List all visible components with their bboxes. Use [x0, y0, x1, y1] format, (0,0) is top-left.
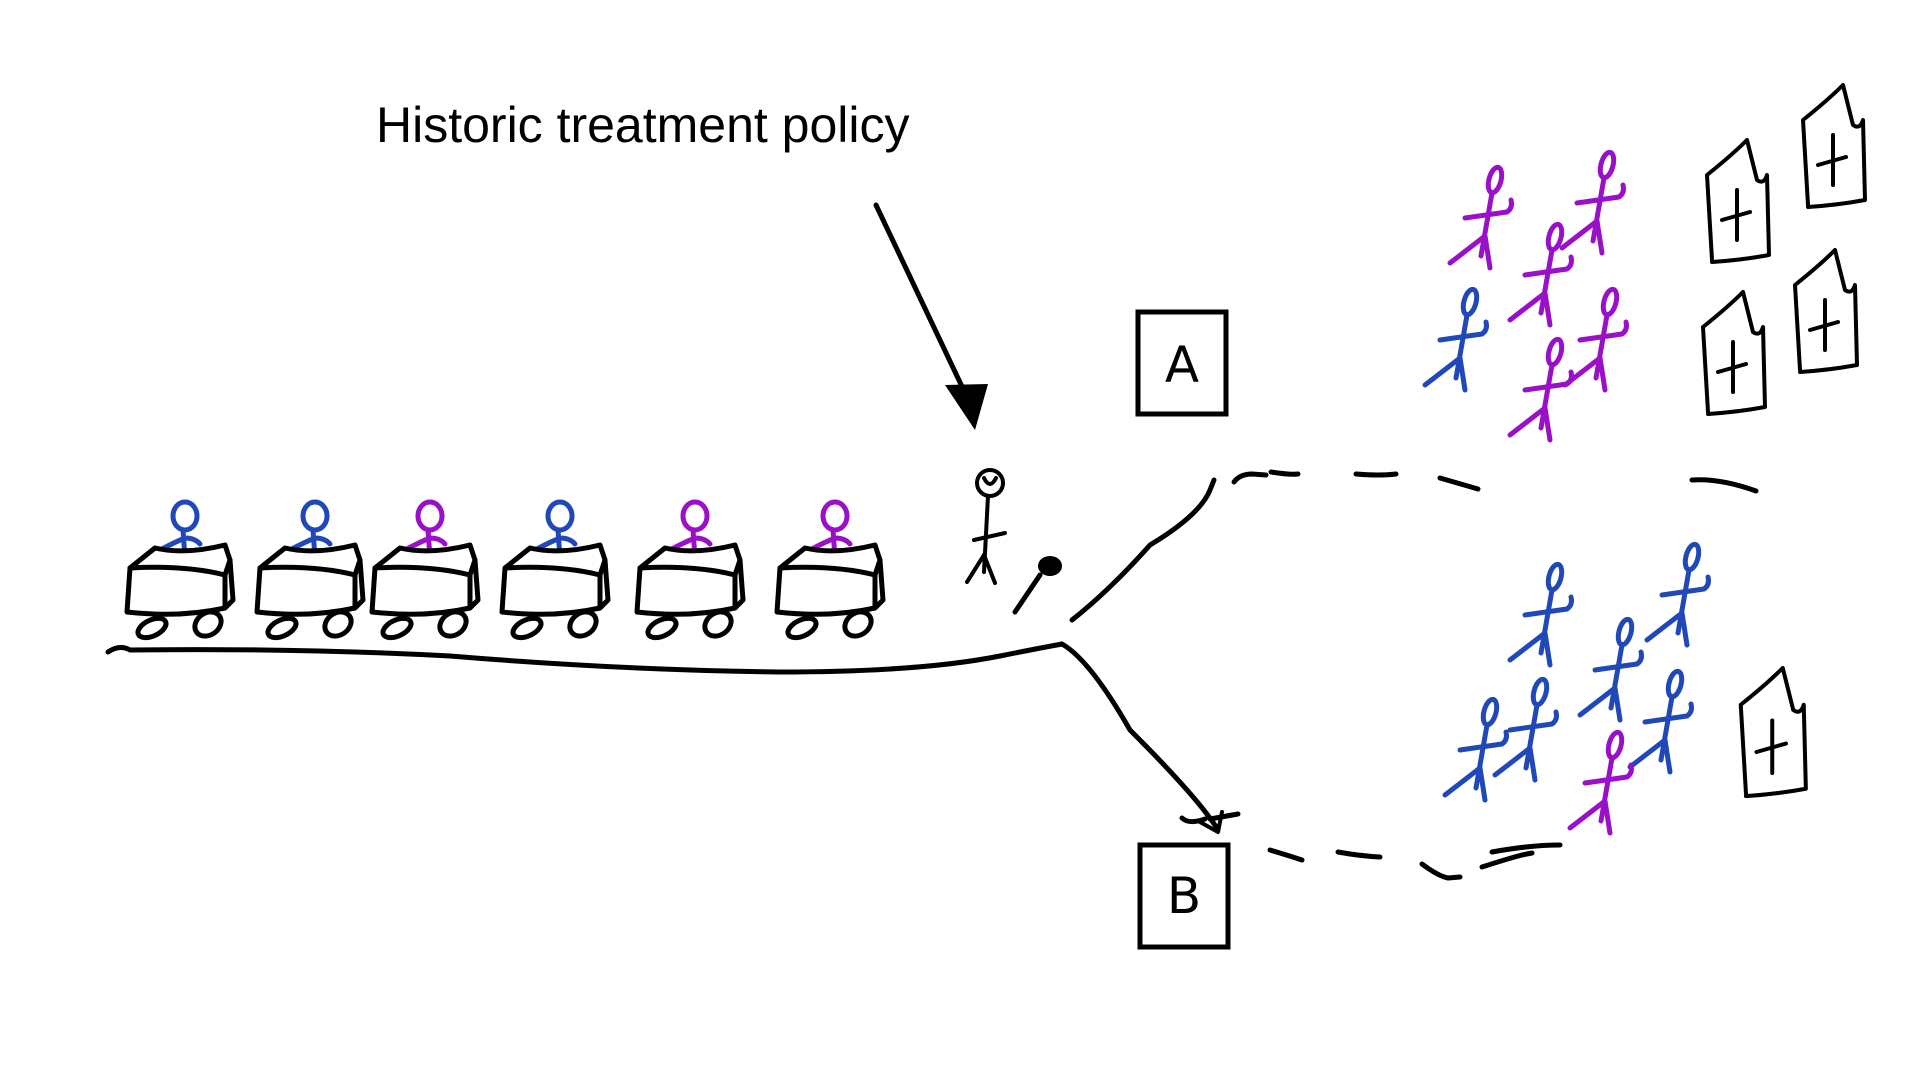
wheel-icon: [192, 609, 224, 639]
wheel-icon: [702, 609, 734, 639]
wheel-icon: [567, 609, 599, 639]
stretcher-body: [124, 557, 236, 617]
stretcher-patient-blue: [254, 499, 366, 641]
stretcher-body: [774, 557, 886, 617]
branch-b-label-box: B: [1137, 842, 1231, 950]
wheel-icon: [842, 609, 874, 639]
patient-figure-blue: [1507, 561, 1574, 668]
patient-figure-blue: [1492, 676, 1559, 783]
patient-figure-purple: [1507, 336, 1574, 443]
wheel-icon: [437, 609, 469, 639]
wheel-icon: [380, 615, 414, 641]
patient-figure-purple: [1562, 286, 1629, 393]
patient-figure-purple: [1507, 221, 1574, 328]
stretcher-top: [127, 542, 233, 578]
patient-head: [170, 499, 200, 533]
patient-head: [415, 499, 445, 533]
patient-queue: [124, 499, 886, 641]
hospital-icon: [1738, 666, 1808, 799]
wheel-icon: [785, 615, 819, 641]
hospital-icon: [1705, 138, 1771, 264]
decision-maker-stick-figure-icon: [965, 468, 1007, 585]
patient-figure-blue: [1442, 696, 1509, 803]
branch-a-label: A: [1165, 336, 1199, 394]
pointer-arrow: [873, 202, 988, 430]
stretcher-top: [502, 542, 608, 578]
stretcher-body: [369, 557, 481, 617]
stretcher-patient-purple: [369, 499, 481, 641]
branch-a-patients: [1422, 149, 1629, 443]
hospital-icon: [1801, 83, 1867, 209]
branch-a-hospitals: [1701, 83, 1867, 416]
stretcher-top: [637, 542, 743, 578]
patient-figure-blue: [1627, 668, 1694, 775]
hospital-icon: [1701, 290, 1767, 416]
wheel-icon: [265, 615, 299, 641]
wheel-icon: [510, 615, 544, 641]
paddle-icon: [1012, 556, 1062, 615]
patient-figure-blue: [1644, 541, 1711, 648]
branch-b-hospitals: [1738, 666, 1808, 799]
wheel-icon: [135, 615, 169, 641]
stretcher-patient-blue: [499, 499, 611, 641]
patient-figure-purple: [1567, 729, 1634, 836]
branch-a-line: [1069, 477, 1217, 623]
stretcher-patient-purple: [634, 499, 746, 641]
stretcher-top: [257, 542, 363, 578]
stretcher-top: [372, 542, 478, 578]
stretcher-body: [254, 557, 366, 617]
stretcher-patient-blue: [124, 499, 236, 641]
hospital-icon: [1793, 248, 1859, 374]
road-b-dashes: [1179, 811, 1563, 881]
branch-b-label: B: [1167, 867, 1201, 925]
stretcher-patient-purple: [774, 499, 886, 641]
stretcher-top: [777, 542, 883, 578]
patient-head: [820, 499, 850, 533]
patient-figure-purple: [1447, 164, 1514, 271]
branch-b-patients: [1442, 541, 1711, 836]
patient-figure-purple: [1559, 149, 1626, 256]
patient-head: [680, 499, 710, 533]
diagram-title: Historic treatment policy: [376, 97, 910, 153]
wheel-icon: [322, 609, 354, 639]
stretcher-body: [634, 557, 746, 617]
patient-head: [300, 499, 330, 533]
patient-figure-blue: [1577, 616, 1644, 723]
road-a-dashes: [1231, 469, 1759, 494]
branch-b-line: [1059, 641, 1221, 833]
patient-head: [545, 499, 575, 533]
stretcher-body: [499, 557, 611, 617]
patient-figure-blue: [1422, 286, 1489, 393]
main-road-line: [105, 641, 1065, 675]
branch-a-label-box: A: [1135, 309, 1229, 417]
wheel-icon: [645, 615, 679, 641]
